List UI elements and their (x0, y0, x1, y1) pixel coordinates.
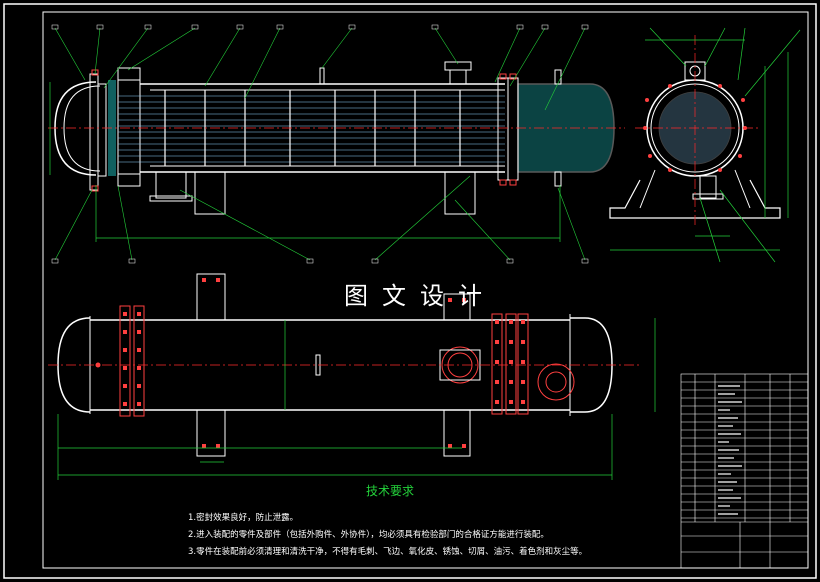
side-view (609, 27, 801, 263)
technical-requirements-title: 技术要求 (365, 484, 414, 498)
front-section-view (48, 24, 625, 264)
outer-frame (3, 3, 817, 579)
title-block (680, 373, 809, 569)
note-line: 1.密封效果良好，防止泄露。 (188, 513, 299, 523)
note-line: 3.零件在装配前必须清理和清洗干净，不得有毛刺、飞边、氧化皮、锈蚀、切屑、油污、… (188, 547, 588, 557)
technical-requirements-notes: 1.密封效果良好，防止泄露。 2.进入装配的零件及部件（包括外购件、外协件），均… (188, 510, 587, 561)
watermark-title: 图文设计 (344, 282, 496, 310)
note-line: 2.进入装配的零件及部件（包括外购件、外协件），均必须具有检验部门的合格证方能进… (188, 530, 549, 540)
plan-view (48, 273, 656, 480)
inner-frame (42, 11, 809, 569)
